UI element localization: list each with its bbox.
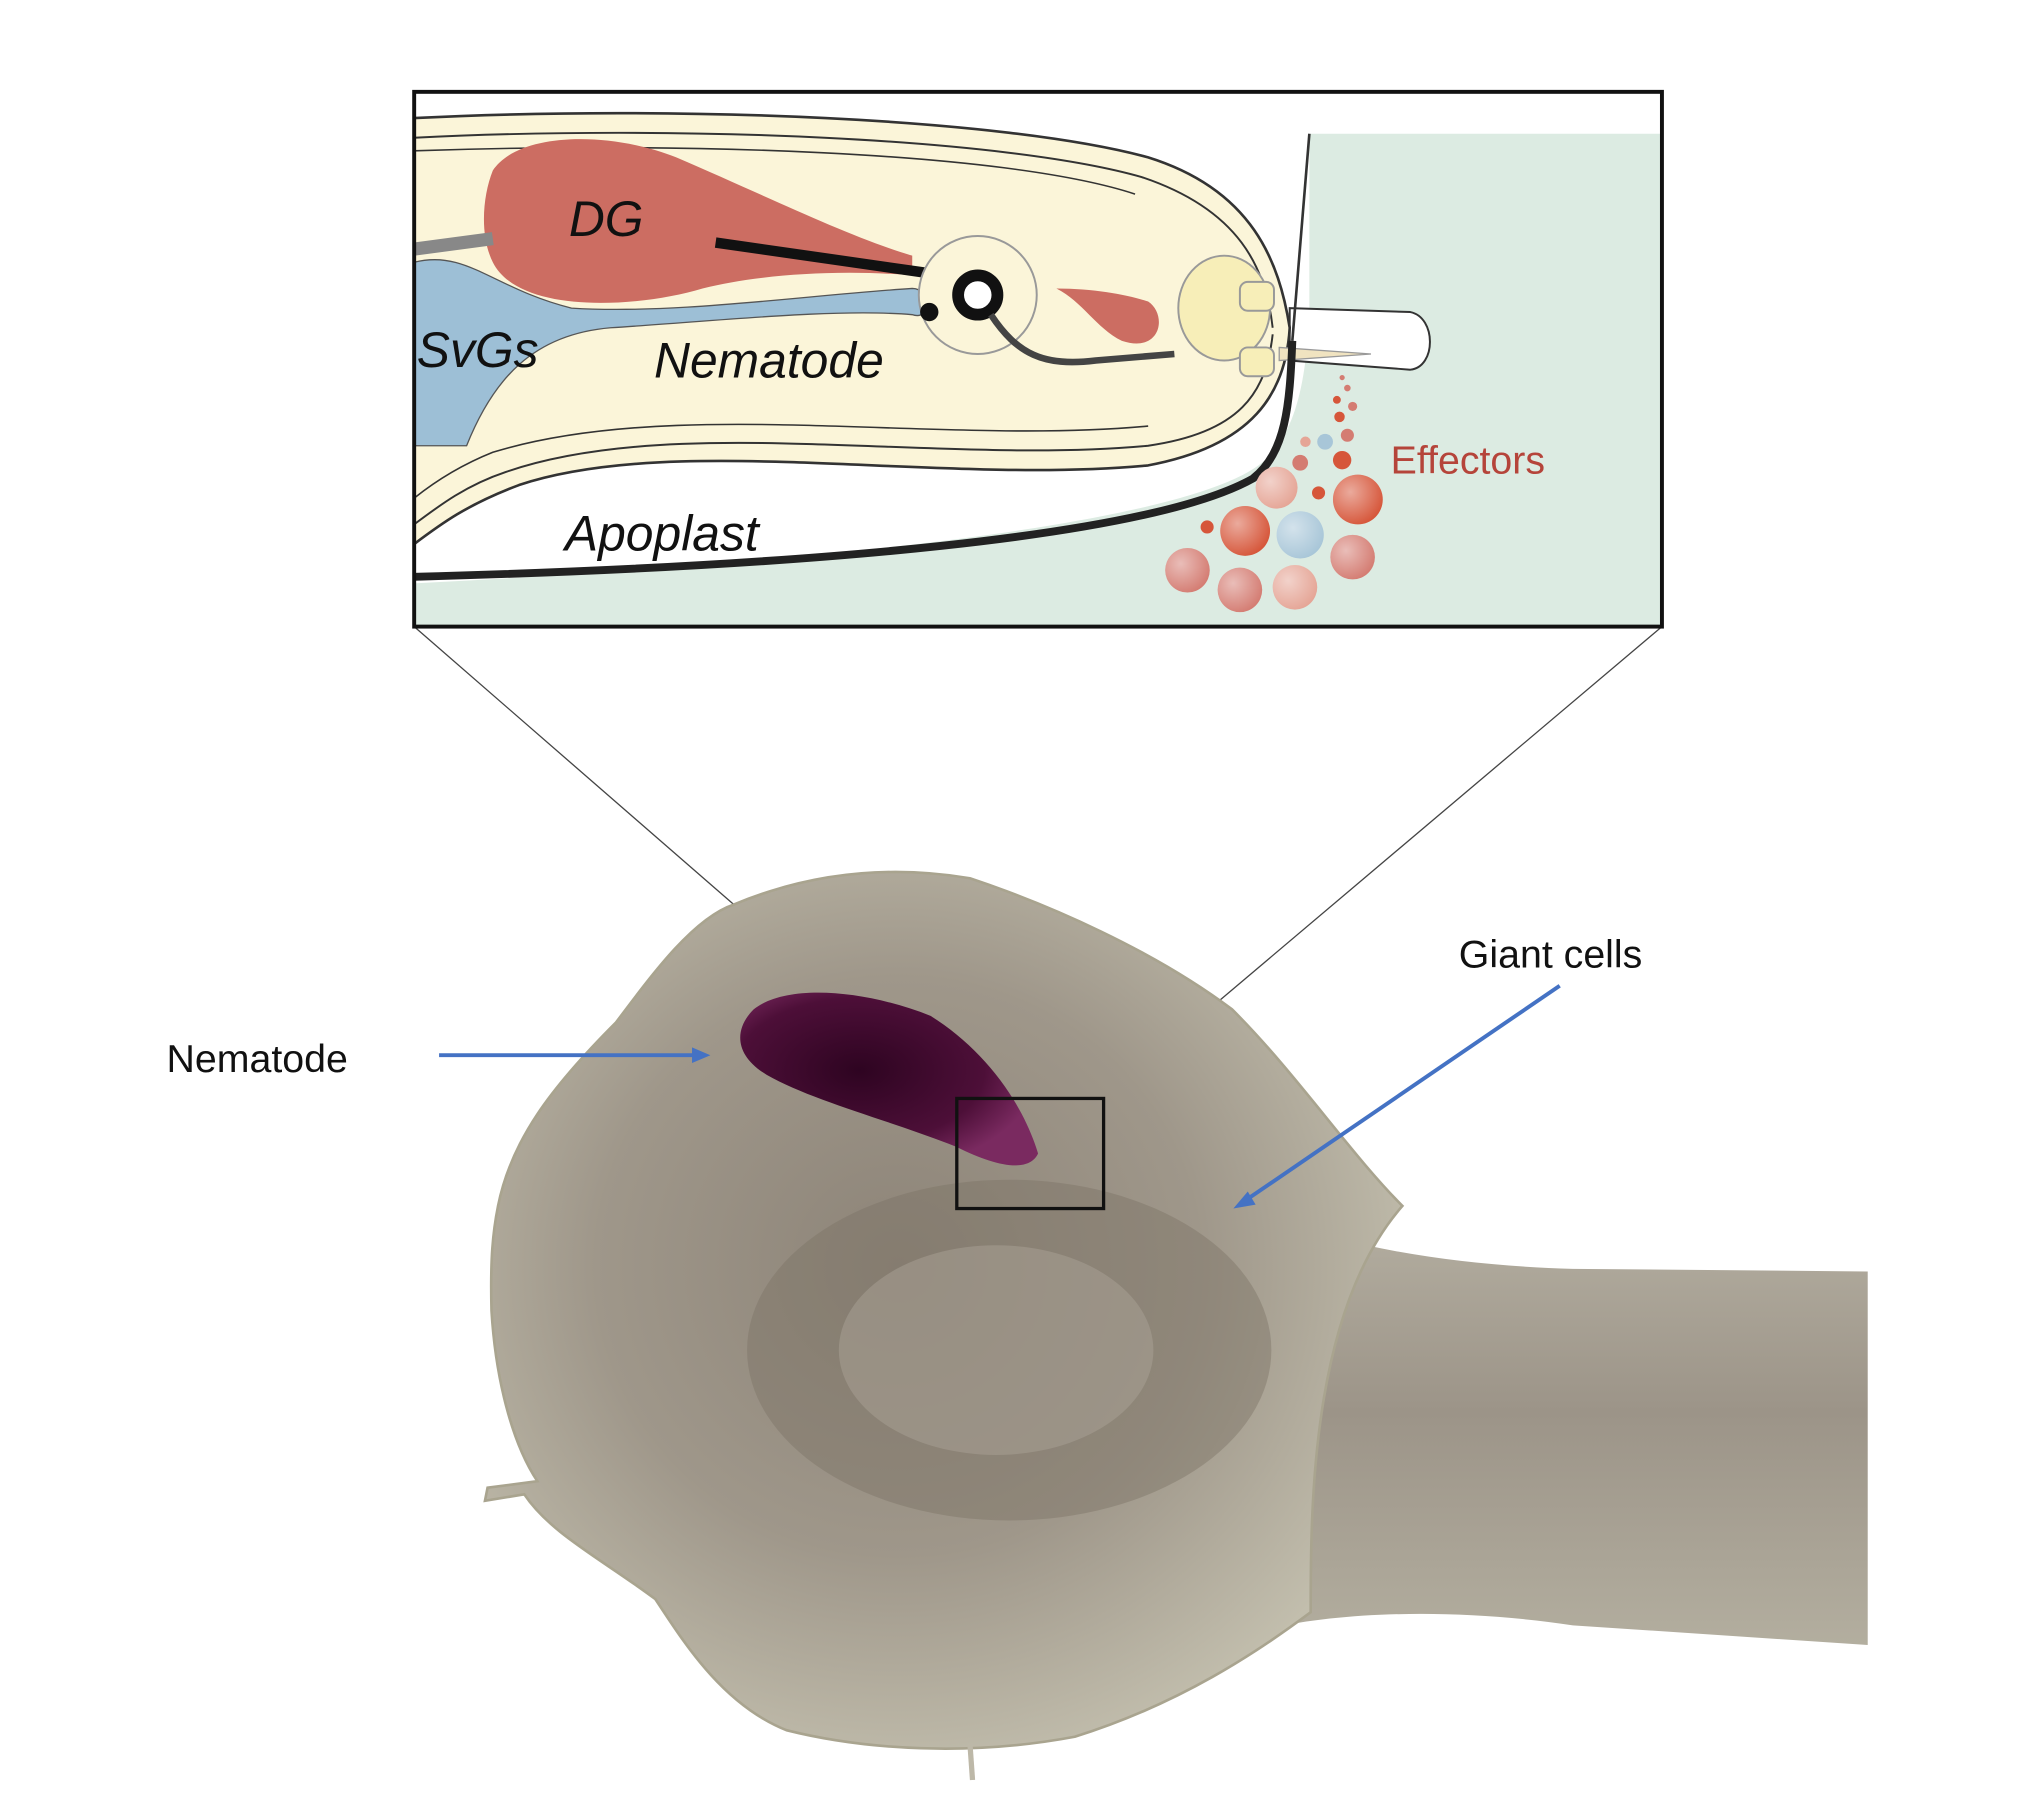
label-giant-cells: Giant cells [1459, 932, 1643, 976]
label-dg: DG [569, 191, 644, 247]
cell-wall-line [414, 340, 1297, 581]
nematode-stained [740, 992, 1039, 1166]
stylet-tube [1288, 307, 1431, 371]
stylet-knobs [1177, 254, 1275, 378]
zoom-region-box [955, 1096, 1106, 1211]
root-gall-micrograph [483, 870, 1868, 1781]
label-svgs: SvGs [417, 322, 539, 378]
label-apoplast: Apoplast [562, 506, 761, 562]
dorsal-gland [483, 139, 913, 303]
inset-frame [412, 89, 1664, 629]
label-effectors: Effectors [1391, 438, 1545, 482]
effector-bubbles [1165, 374, 1383, 613]
nematode-head-diagram: DG SvGs Nematode Apoplast Effectors [412, 89, 1664, 629]
label-nematode-inset: Nematode [654, 333, 884, 389]
nematode-arrow [439, 1047, 711, 1064]
giant-cells-arrow [1233, 984, 1561, 1209]
label-nematode: Nematode [166, 1037, 347, 1081]
